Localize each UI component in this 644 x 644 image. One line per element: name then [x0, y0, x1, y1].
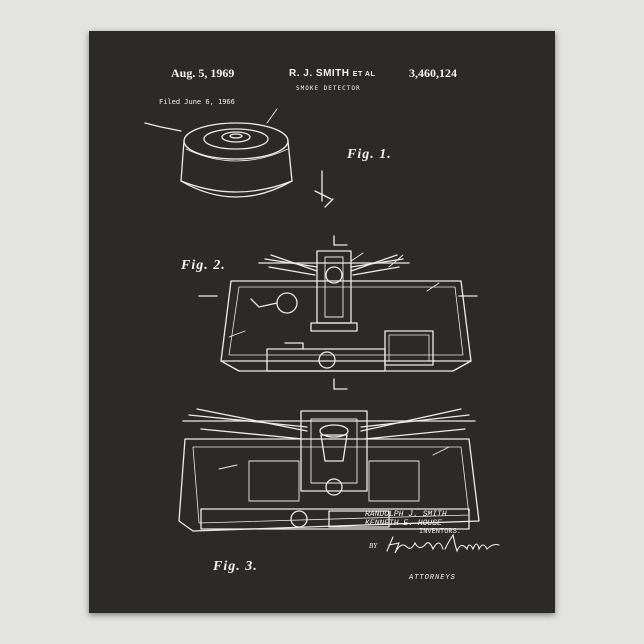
figure-3-label: Fig. 3. — [213, 559, 258, 575]
inventor-name-2: KENNETH E. HOUSE — [365, 519, 447, 528]
figure-2-label: Fig. 2. — [181, 258, 226, 274]
inventor-names: RANDOLPH J. SMITH KENNETH E. HOUSE — [365, 510, 447, 528]
patent-title: SMOKE DETECTOR — [296, 85, 361, 92]
patent-number: 3,460,124 — [409, 66, 457, 81]
reference-leaders — [219, 109, 449, 469]
attorneys-label: ATTORNEYS — [409, 574, 456, 582]
inventor-name-1: RANDOLPH J. SMITH — [365, 510, 447, 519]
inventor-heading: R. J. SMITH ET AL — [289, 68, 375, 79]
et-al-label: ET AL — [353, 71, 375, 78]
patent-date: Aug. 5, 1969 — [171, 66, 234, 81]
patent-poster: Aug. 5, 1969 R. J. SMITH ET AL 3,460,124… — [89, 31, 555, 613]
fig1-detector-cup-drawing — [145, 123, 333, 207]
by-label: BY — [369, 542, 377, 550]
inventor-name: R. J. SMITH — [289, 68, 350, 79]
smoke-detector-drawing — [89, 31, 555, 613]
fig2-cross-section-drawing — [199, 236, 477, 389]
filing-date: Filed June 6, 1966 — [159, 98, 235, 106]
attorney-signature — [383, 531, 503, 559]
figure-1-label: Fig. 1. — [347, 147, 392, 163]
